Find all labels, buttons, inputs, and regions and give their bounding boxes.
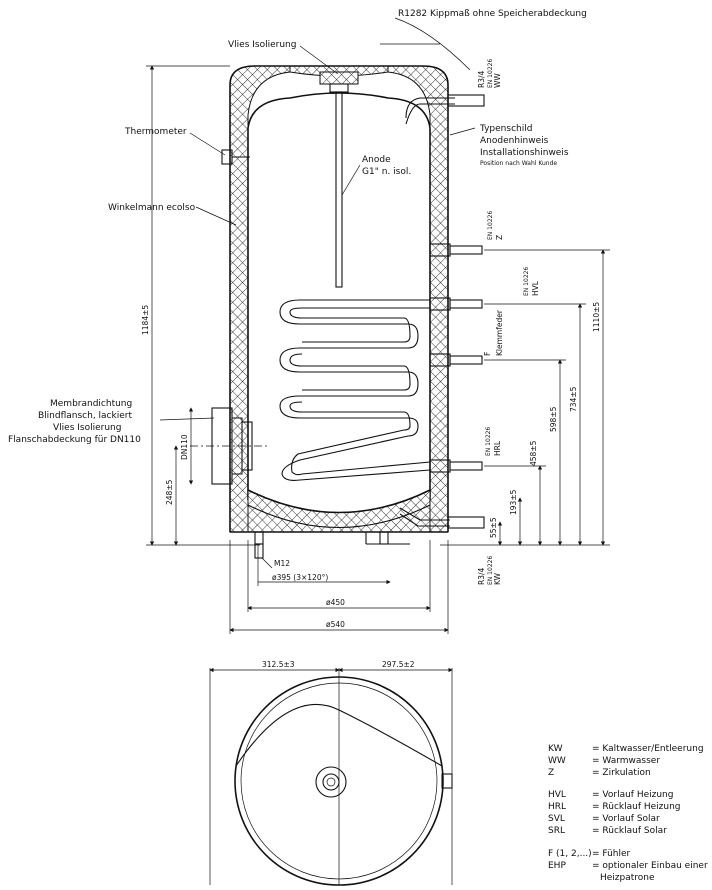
dim-734: 734±5 xyxy=(569,386,578,412)
label-anode-size: G1" n. isol. xyxy=(362,167,411,177)
legend-desc: = Rücklauf Heizung xyxy=(592,802,681,812)
label-membrandichtung: Membrandichtung xyxy=(50,399,132,409)
label-vlies-isolierung-2: Vlies Isolierung xyxy=(53,423,121,433)
legend-key: EHP xyxy=(548,861,566,871)
svg-text:EN 10226: EN 10226 xyxy=(487,211,494,240)
dim-55: 55±5 xyxy=(489,517,498,538)
label-blindflansch: Blindflansch, lackiert xyxy=(38,411,132,421)
dim-540: ø540 xyxy=(326,620,345,629)
tank-top-view xyxy=(209,667,453,886)
label-thermometer: Thermometer xyxy=(124,127,187,137)
dim-450: ø450 xyxy=(326,598,345,607)
svg-text:R3/4: R3/4 xyxy=(477,70,486,88)
dim-598: 598±5 xyxy=(549,406,558,432)
label-f: F xyxy=(483,352,492,356)
svg-text:HVL: HVL xyxy=(531,280,540,296)
top-note: R1282 Kippmaß ohne Speicherabdeckung xyxy=(398,9,587,19)
foot-left xyxy=(254,531,264,545)
label-ww: R3/4 EN 10226 WW xyxy=(477,59,502,88)
label-typenschild: Typenschild xyxy=(479,124,532,134)
dim-193: 193±5 xyxy=(509,489,518,515)
legend-desc: = Vorlauf Solar xyxy=(592,814,660,824)
label-kw: R3/4 EN 10226 KW xyxy=(477,556,502,585)
label-flanschabdeckung: Flanschabdeckung für DN110 xyxy=(8,435,141,445)
svg-text:WW: WW xyxy=(493,73,502,88)
dim-458: 458±5 xyxy=(529,440,538,466)
label-hvl: EN 10226 HVL xyxy=(523,267,540,296)
legend-key: HVL xyxy=(548,790,566,800)
legend-key: F (1, 2,...) xyxy=(548,849,592,859)
legend-desc: = optionaler Einbau einer xyxy=(592,861,708,871)
dim-1184: 1184±5 xyxy=(141,305,150,335)
legend-key: HRL xyxy=(548,802,566,812)
legend-key: Z xyxy=(548,768,554,778)
svg-text:Klemmfeder: Klemmfeder xyxy=(495,309,504,356)
legend-desc: = Kaltwasser/Entleerung xyxy=(592,744,704,754)
dim-1110: 1110±5 xyxy=(592,302,601,332)
legend-desc: Heizpatrone xyxy=(600,873,655,883)
anode-rod xyxy=(335,91,343,288)
dim-312: 312.5±3 xyxy=(262,660,295,669)
dim-248: 248±5 xyxy=(165,479,174,505)
legend-desc: = Vorlauf Heizung xyxy=(592,790,673,800)
vlies-top-block xyxy=(319,71,359,85)
foot-right xyxy=(379,531,389,545)
leader-lines xyxy=(159,17,476,421)
dim-297: 297.5±2 xyxy=(382,660,415,669)
svg-text:Z: Z xyxy=(495,235,504,240)
svg-text:EN 10226: EN 10226 xyxy=(487,556,494,585)
label-installationshinweis: Installationshinweis xyxy=(480,148,569,158)
outer-jacket xyxy=(229,65,449,532)
label-vlies-isolierung: Vlies Isolierung xyxy=(228,40,296,50)
legend-desc: = Zirkulation xyxy=(592,768,651,778)
label-winkelmann: Winkelmann ecolso xyxy=(108,203,196,213)
insulation-right xyxy=(387,65,449,533)
svg-text:EN 10226: EN 10226 xyxy=(523,267,530,296)
tank-side-view xyxy=(190,65,485,545)
legend-key: WW xyxy=(548,756,566,766)
legend: KW = Kaltwasser/Entleerung WW = Warmwass… xyxy=(548,744,708,883)
dim-dn110: DN110 xyxy=(180,434,189,460)
label-position-note: Position nach Wahl Kunde xyxy=(480,160,557,167)
label-z: EN 10226 Z xyxy=(487,211,504,240)
svg-text:EN 10226: EN 10226 xyxy=(487,59,494,88)
heat-exchanger-coil xyxy=(279,299,431,481)
legend-desc: = Warmwasser xyxy=(592,756,660,766)
svg-text:KW: KW xyxy=(493,572,502,585)
legend-key: SRL xyxy=(548,826,565,836)
dimension-lines xyxy=(146,65,610,634)
legend-key: SVL xyxy=(548,814,565,824)
label-klemmfeder: Klemmfeder xyxy=(495,309,504,356)
svg-text:HRL: HRL xyxy=(493,440,502,456)
legend-desc: = Rücklauf Solar xyxy=(592,826,667,836)
label-hrl: EN 10226 HRL xyxy=(485,427,502,456)
insulation-bottom xyxy=(247,489,431,533)
legend-desc: = Fühler xyxy=(592,849,631,859)
svg-text:EN 10226: EN 10226 xyxy=(485,427,492,456)
dim-395: ø395 (3×120°) xyxy=(272,573,328,582)
svg-text:R3/4: R3/4 xyxy=(477,567,486,585)
top-view-anode xyxy=(315,766,347,798)
inner-tank xyxy=(247,92,431,500)
label-anode: Anode xyxy=(362,155,391,165)
label-anodenhinweis: Anodenhinweis xyxy=(480,136,549,146)
pipe-connections xyxy=(399,94,485,529)
legend-key: KW xyxy=(548,744,563,754)
dim-m12: M12 xyxy=(274,559,290,568)
svg-text:F: F xyxy=(483,352,492,356)
